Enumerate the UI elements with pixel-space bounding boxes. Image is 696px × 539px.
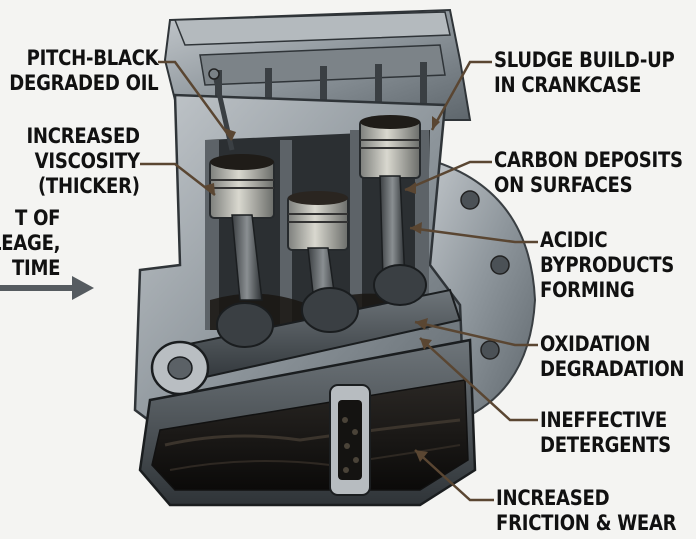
label-line: BYPRODUCTS — [540, 253, 675, 277]
label-line: INCREASED — [26, 124, 141, 148]
label-line: DEGRADATION — [540, 357, 685, 381]
label-line: PITCH-BLACK — [26, 46, 158, 70]
leader-sludge — [430, 60, 492, 131]
label-line: T OF — [14, 206, 61, 230]
label-carbon-deposits: CARBON DEPOSITS ON SURFACES — [494, 148, 683, 198]
leader-carbon — [404, 160, 492, 192]
leader-arrowheads — [204, 116, 440, 462]
label-line: (THICKER) — [38, 174, 141, 198]
leader-oxidation — [414, 320, 538, 347]
piston-2 — [287, 191, 349, 251]
label-line: DETERGENTS — [540, 433, 671, 457]
leader-viscosity — [140, 162, 216, 196]
crankshaft — [150, 264, 462, 396]
label-ineffective-detergents: INEFFECTIVE DETERGENTS — [540, 408, 671, 458]
label-increased-viscosity: INCREASED VISCOSITY (THICKER) — [26, 124, 141, 199]
piston-1 — [209, 154, 275, 219]
label-line: INCREASED — [496, 486, 610, 510]
label-line: CARBON DEPOSITS — [494, 148, 683, 172]
label-line: ACIDIC — [540, 228, 608, 252]
leader-pitch-black — [158, 60, 234, 141]
leader-friction — [414, 449, 494, 502]
cylinder-head — [163, 8, 472, 140]
label-line: SLUDGE BUILD-UP — [494, 48, 675, 72]
label-line: OXIDATION — [540, 332, 651, 356]
label-line: ILEAGE, — [0, 231, 60, 255]
label-line: ON SURFACES — [494, 173, 633, 197]
label-mileage-time: T OF ILEAGE, TIME — [0, 206, 60, 281]
oil-pan — [138, 338, 477, 507]
label-sludge-build-up: SLUDGE BUILD-UP IN CRANKCASE — [494, 48, 675, 98]
label-line: FRICTION & WEAR — [496, 511, 677, 535]
label-line: INEFFECTIVE — [540, 408, 667, 432]
label-line: IN CRANKCASE — [494, 73, 642, 97]
label-oxidation-degradation: OXIDATION DEGRADATION — [540, 332, 685, 382]
piston-3 — [359, 115, 421, 179]
leader-detergents — [419, 337, 538, 422]
label-line: VISCOSITY — [34, 149, 140, 173]
leader-acidic — [409, 226, 538, 244]
label-pitch-black-oil: PITCH-BLACK DEGRADED OIL — [9, 46, 158, 96]
oil-filter — [329, 384, 371, 496]
label-line: TIME — [11, 256, 61, 280]
label-line: DEGRADED OIL — [8, 71, 158, 95]
mileage-arrow — [0, 276, 94, 300]
label-acidic-byproducts: ACIDIC BYPRODUCTS FORMING — [540, 228, 674, 303]
label-increased-friction: INCREASED FRICTION & WEAR — [496, 486, 677, 536]
leader-lines — [140, 60, 538, 502]
label-line: FORMING — [540, 278, 635, 302]
